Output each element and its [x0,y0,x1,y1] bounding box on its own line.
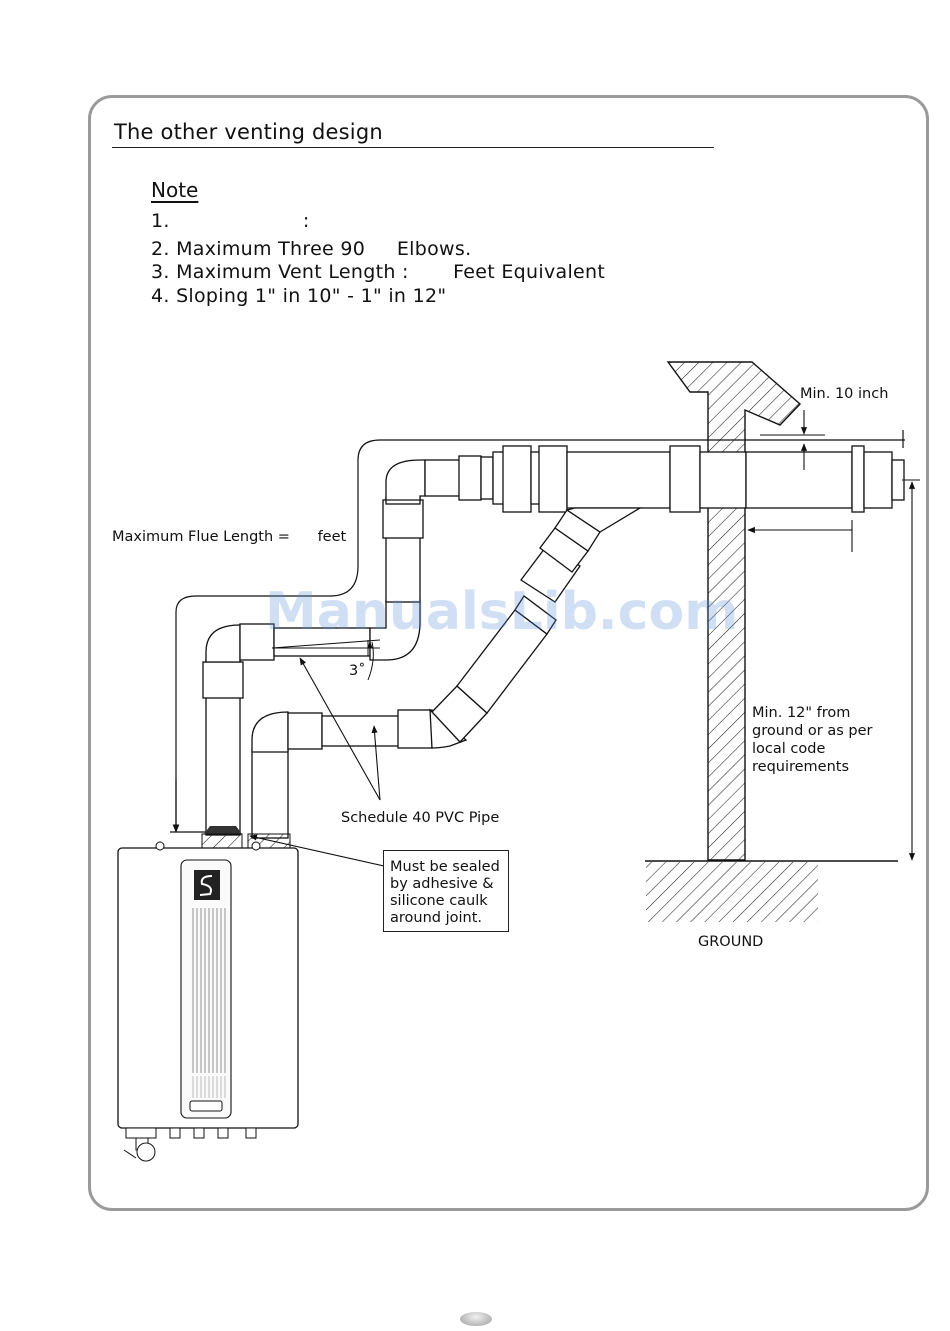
min-12-label-line-4: requirements [752,759,850,775]
sealed-line-4: around joint. [390,910,483,926]
note-line-4: 4. Sloping 1" in 10" - 1" in 12" [151,285,447,307]
min-12-label-line-2: ground or as per [752,723,873,739]
note-heading: Note [151,178,199,202]
min-10-inch-label: Min. 10 inch [800,386,889,402]
note-line-1: 1. : [151,210,310,232]
vent-terminal [745,445,905,513]
sealed-line-1: Must be sealed [390,859,500,875]
angle-label: 3˚ [349,663,366,679]
max-flue-length-label: Maximum Flue Length = feet [112,529,347,545]
page-frame [88,95,929,1211]
min-12-label-line-3: local code [752,741,826,757]
note-line-3: 3. Maximum Vent Length : Feet Equivalent [151,261,606,283]
page-title: The other venting design [114,120,383,144]
pvc-pipe-label: Schedule 40 PVC Pipe [341,810,500,826]
note-line-2: 2. Maximum Three 90 Elbows. [151,238,472,260]
min-12-inch-dimension [902,479,920,861]
intake-pipe [251,507,643,839]
ground-label: GROUND [698,934,764,950]
page-number-tab [460,1312,492,1326]
water-heater-unit [117,826,299,1162]
sealed-joint-callout: Must be sealed by adhesive & silicone ca… [383,850,509,932]
roof-structure [666,361,802,861]
ground-surface [645,860,898,922]
title-underline [112,147,714,148]
max-flue-length-line [175,439,905,832]
sealed-line-2: by adhesive & [390,876,494,892]
min-12-label-line-1: Min. 12" from [752,705,851,721]
min-10-inch-dimension [747,410,853,552]
watermark: ManualsLib.com [265,582,739,642]
sealed-line-3: silicone caulk [390,893,488,909]
